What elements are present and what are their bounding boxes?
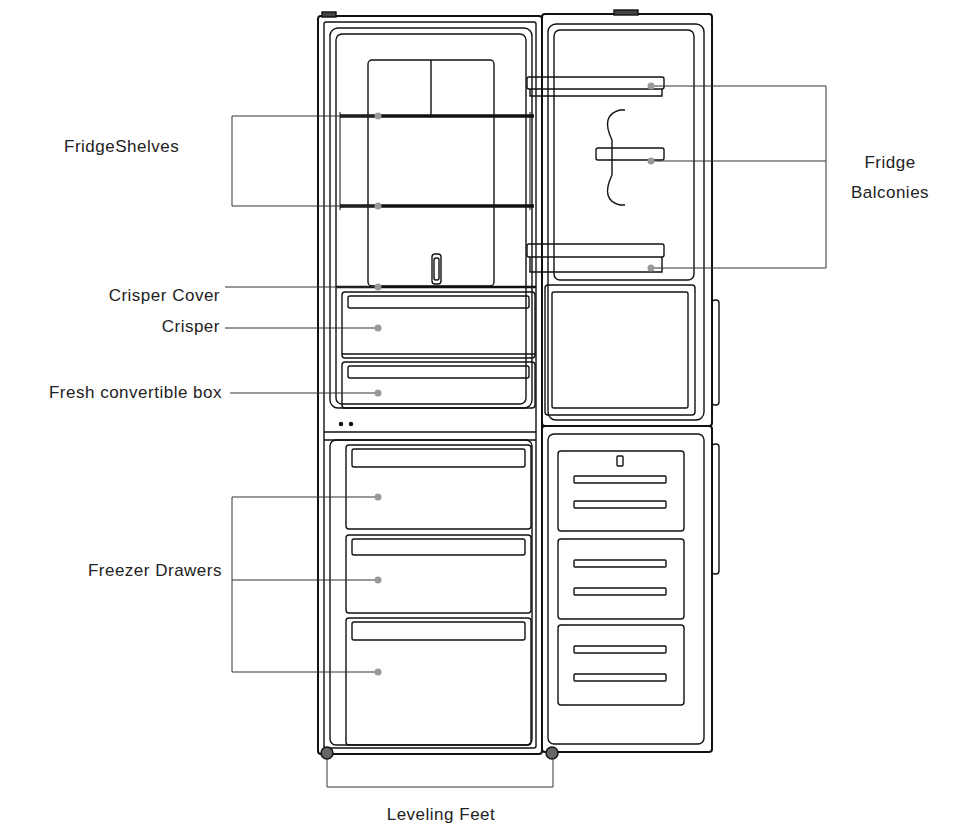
part-label: Crisper xyxy=(20,315,220,339)
part-label: Crisper Cover xyxy=(20,284,220,308)
part-label: Leveling Feet xyxy=(321,803,561,827)
part-label: Fridge Balconies xyxy=(838,148,942,208)
part-label: FridgeShelves xyxy=(64,135,234,159)
part-label: Fresh convertible box xyxy=(0,381,222,405)
part-label: Freezer Drawers xyxy=(10,559,222,583)
